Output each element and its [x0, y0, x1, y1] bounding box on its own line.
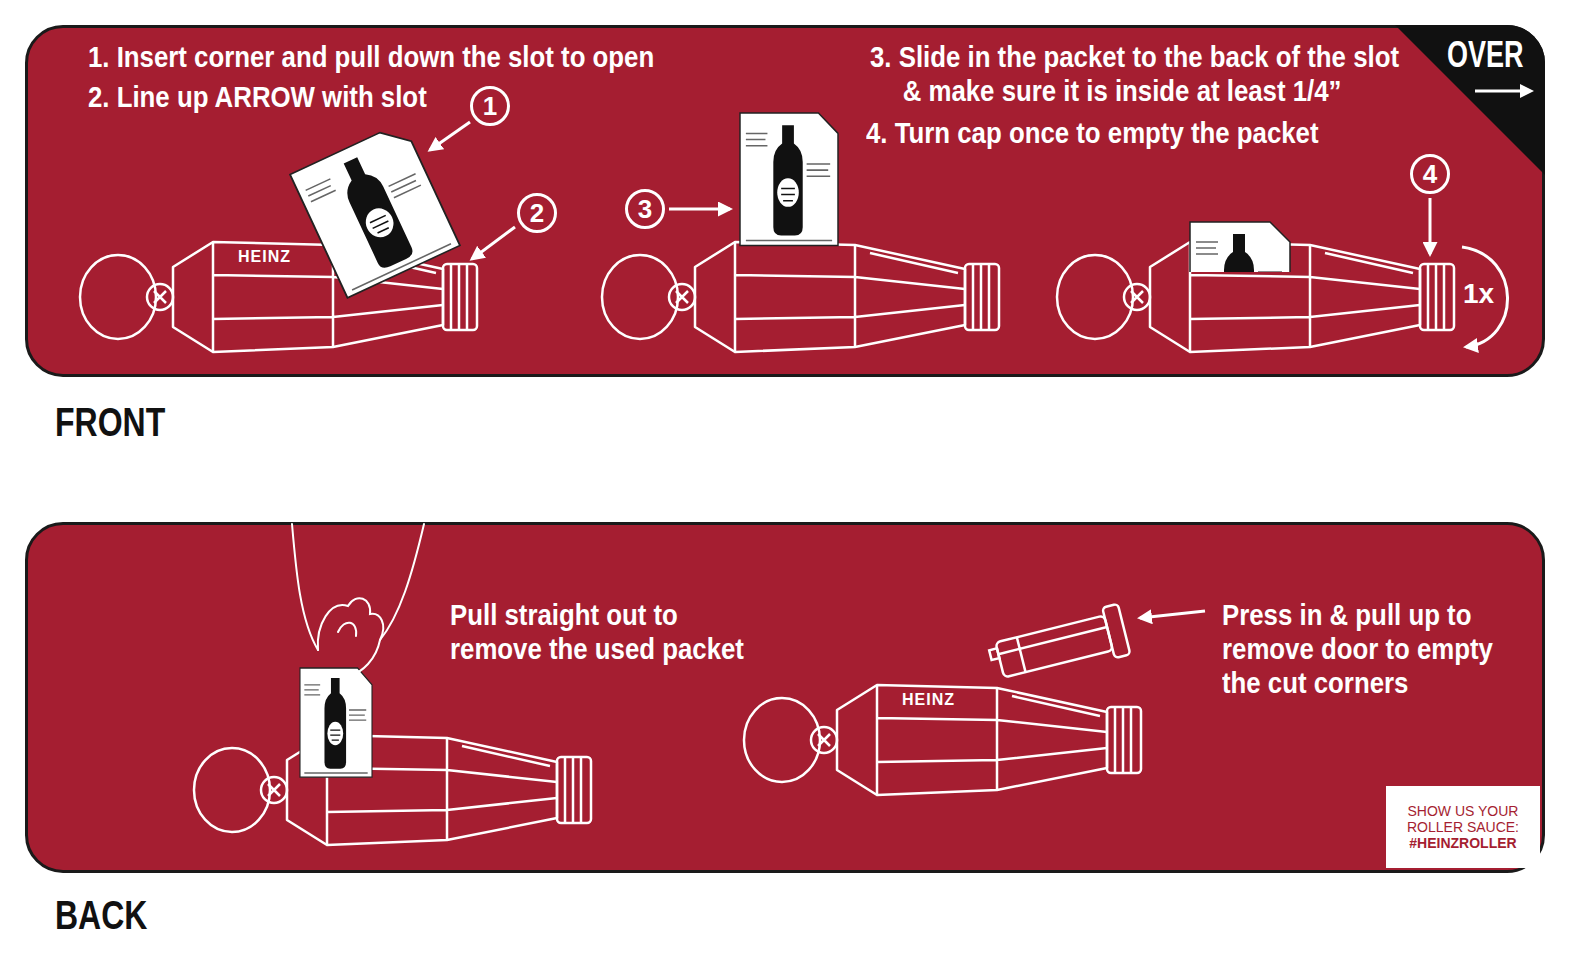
hand-arm [380, 524, 424, 640]
hashtag-text: SHOW US YOUR ROLLER SAUCE: [1394, 803, 1532, 835]
hand-thumb [338, 623, 356, 636]
label-anchor: 2. Line up ARROW with slot [88, 80, 482, 114]
instruction-text: Pull straight out to remove the used pac… [450, 598, 760, 666]
hand [292, 524, 424, 676]
ketchup-roller [744, 685, 1141, 795]
hashtag-box: SHOW US YOUR ROLLER SAUCE:#HEINZROLLER [1386, 786, 1540, 868]
turn-count: 1x [1463, 278, 1494, 310]
callout-number: 3 [638, 194, 652, 224]
label-anchor: 4. Turn cap once to empty the packet [866, 116, 1392, 150]
callout-arrow [1429, 198, 1432, 254]
turn-arrow [1462, 247, 1508, 347]
label-anchor: HEINZ [238, 248, 291, 266]
callout-circle: 3 [625, 189, 665, 229]
panel-heading: FRONT [55, 400, 165, 444]
instruction-text: 3. Slide in the packet to the back of th… [870, 40, 1419, 108]
callout-number: 2 [530, 198, 544, 228]
hashtag-text: #HEINZROLLER [1409, 835, 1516, 851]
label-anchor: 1. Insert corner and pull down the slot … [88, 40, 746, 74]
callout-circle: 4 [1410, 154, 1450, 194]
packet-slid-in [740, 113, 838, 246]
instruction-text: Press in & pull up to remove door to emp… [1222, 598, 1514, 700]
over-triangle [1395, 25, 1545, 175]
door-end [1102, 604, 1130, 658]
door-lines [995, 615, 1112, 677]
over-text: OVER [1447, 35, 1524, 75]
panel-heading: BACK [55, 893, 147, 937]
instruction-text: 4. Turn cap once to empty the packet [866, 116, 1319, 150]
brand-name: HEINZ [238, 248, 291, 266]
over-tab: OVER [1395, 25, 1545, 175]
brand-name: HEINZ [902, 691, 955, 709]
instruction-text: 2. Line up ARROW with slot [88, 80, 427, 114]
ketchup-roller [1057, 242, 1454, 352]
ketchup-roller [80, 242, 477, 352]
label-anchor: HEINZ [902, 691, 955, 709]
callout-circle: 2 [517, 193, 557, 233]
packet-emptied [1190, 222, 1290, 272]
label-anchor: 3. Slide in the packet to the back of th… [870, 40, 1508, 108]
roller-door [986, 604, 1131, 687]
packet-inside [1190, 222, 1290, 272]
label-anchor: 1x [1463, 278, 1494, 310]
door-body [995, 615, 1112, 677]
callout-circle: 1 [470, 86, 510, 126]
callout-arrow [472, 227, 515, 259]
hand-arm [292, 524, 318, 650]
over-arrowhead [1520, 84, 1534, 98]
callout-number: 1 [483, 91, 497, 121]
callout-arrow [669, 208, 730, 211]
instruction-text: 1. Insert corner and pull down the slot … [88, 40, 654, 74]
over-arrow [1475, 90, 1527, 93]
door-arrow [1140, 611, 1205, 618]
label-anchor: Press in & pull up to remove door to emp… [1222, 598, 1562, 700]
door-tab [989, 648, 999, 660]
callout-arrows [430, 122, 1508, 618]
callout-number: 4 [1423, 159, 1437, 189]
ketchup-roller [194, 735, 591, 845]
callout-arrow [430, 122, 470, 150]
label-anchor: Pull straight out to remove the used pac… [450, 598, 810, 666]
hand-fingers [318, 598, 383, 676]
packet-used [300, 668, 372, 777]
packet-inserting [290, 122, 460, 298]
ketchup-roller [602, 242, 999, 352]
